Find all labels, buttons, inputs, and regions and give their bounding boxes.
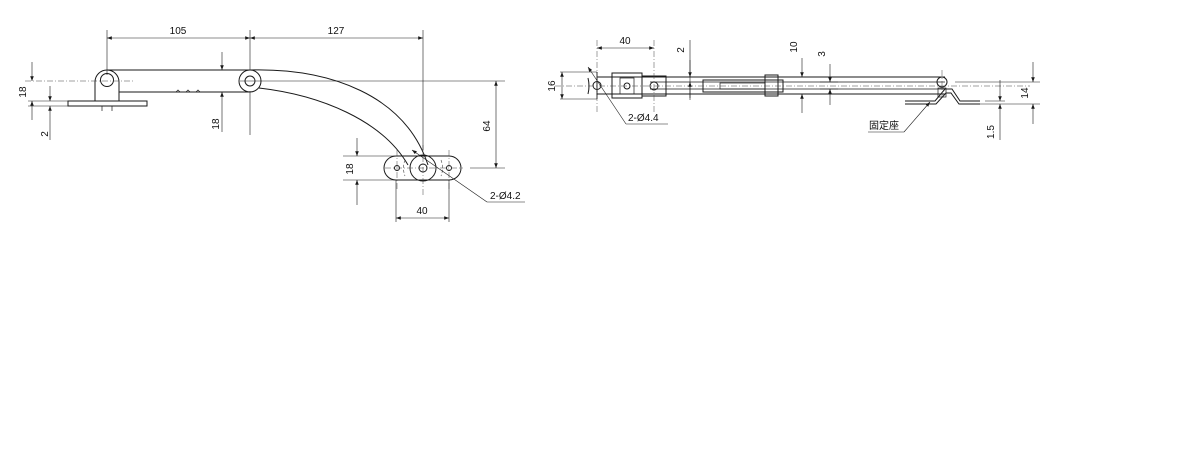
leader-fixed-seat: 固定座 <box>868 101 931 133</box>
front-slot-plate <box>383 145 463 195</box>
side-view: 40 16 2 10 3 <box>547 36 1040 140</box>
dim-18-left: 18 <box>18 62 34 120</box>
dim-2-label: 2 <box>40 131 51 137</box>
dim-105: 105 <box>107 26 250 40</box>
leader-holes-4-2: 2-Ø4.2 <box>411 149 525 203</box>
dim-14-side: 14 <box>955 62 1040 124</box>
dim-2-thickness: 2 <box>40 86 52 140</box>
holes-4-4-label: 2-Ø4.4 <box>628 113 659 124</box>
dim-40-side-label: 40 <box>619 36 631 47</box>
dim-3-side-label: 3 <box>817 51 828 57</box>
dim-16-side: 16 <box>547 71 597 100</box>
dim-40-lower: 40 <box>396 206 449 220</box>
dim-40-lower-label: 40 <box>416 206 428 217</box>
dim-1-5-side: 1.5 <box>985 80 1005 140</box>
fixed-seat-label: 固定座 <box>869 119 899 132</box>
dim-18-middle-label: 18 <box>211 118 222 130</box>
front-straight-arm <box>107 69 262 93</box>
dim-3-side: 3 <box>817 51 838 105</box>
dim-16-side-label: 16 <box>547 80 558 92</box>
side-fixed-seat <box>905 76 980 105</box>
dim-64-label: 64 <box>482 120 493 132</box>
holes-4-2-label: 2-Ø4.2 <box>490 191 521 202</box>
dim-14-side-label: 14 <box>1020 87 1031 99</box>
dim-10-side: 10 <box>785 41 808 113</box>
dim-64: 64 <box>482 81 498 168</box>
dim-10-side-label: 10 <box>789 41 800 53</box>
dim-18-middle: 18 <box>211 52 224 132</box>
front-curved-arm <box>249 69 429 166</box>
leader-holes-4-4: 2-Ø4.4 <box>587 66 668 125</box>
dim-127-label: 127 <box>328 26 345 37</box>
dim-2-side: 2 <box>676 47 692 98</box>
dim-18-left-label: 18 <box>18 86 29 98</box>
dim-2-side-label: 2 <box>676 47 687 53</box>
dim-1-5-side-label: 1.5 <box>986 125 997 139</box>
dim-18-lower: 18 <box>345 138 359 205</box>
dim-127: 127 <box>250 26 423 40</box>
dim-18-lower-label: 18 <box>345 163 356 175</box>
front-base-bracket <box>67 69 148 111</box>
dim-105-label: 105 <box>170 26 187 37</box>
side-slider <box>702 74 784 97</box>
front-view: 105 127 18 2 18 64 <box>18 26 525 222</box>
dim-40-side: 40 <box>597 36 654 50</box>
